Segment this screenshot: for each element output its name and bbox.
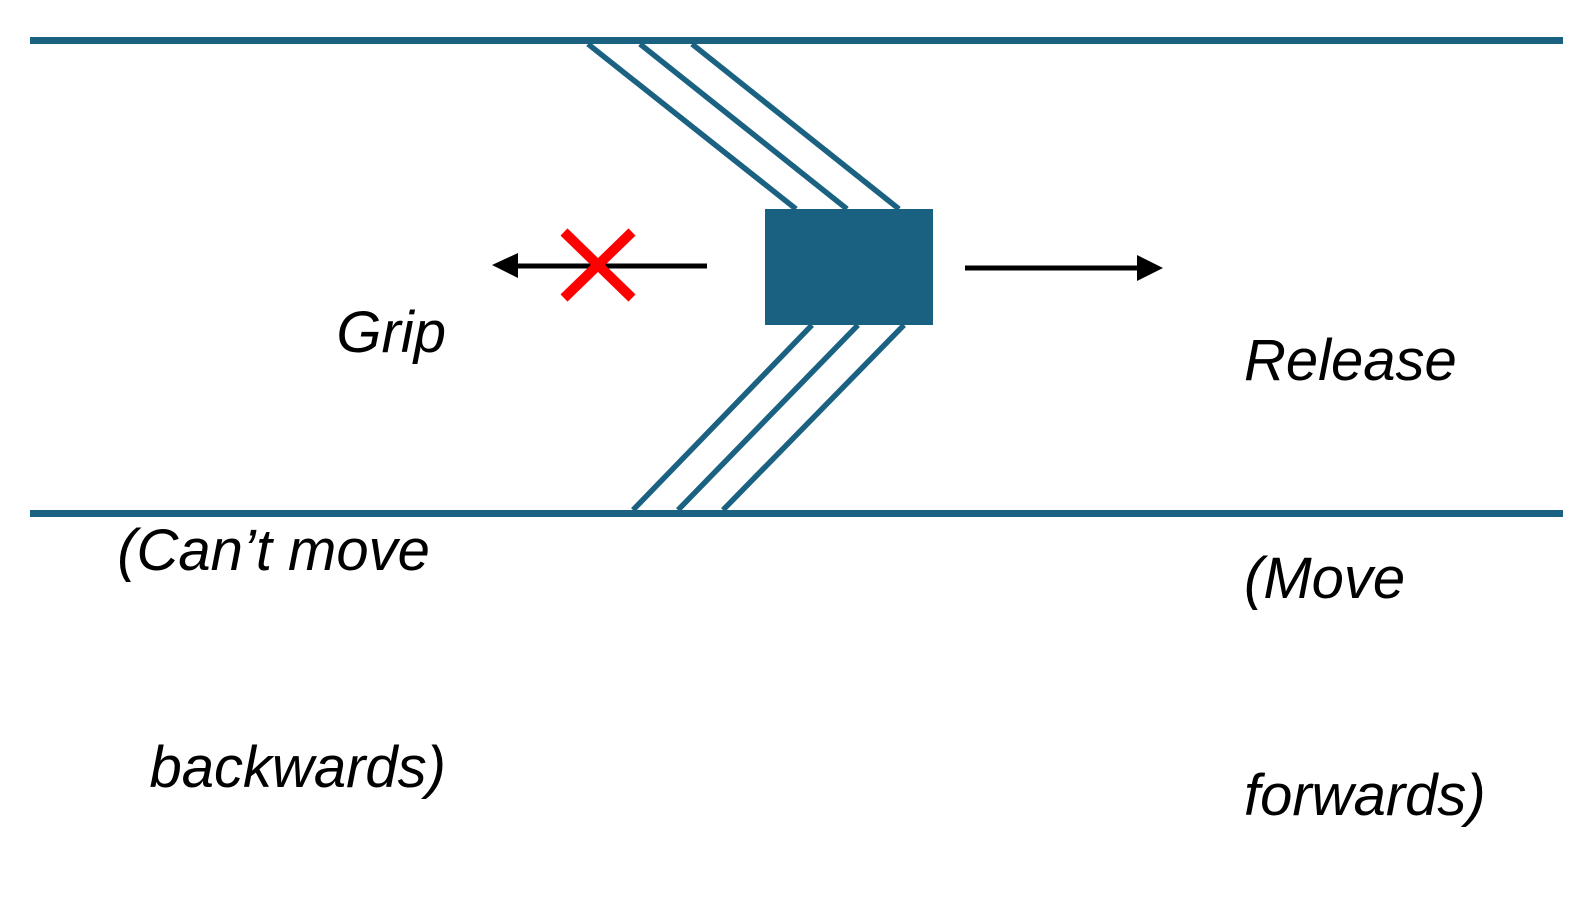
upper-bristle-1 (586, 41, 798, 212)
left-arrowhead-icon (492, 253, 518, 278)
grip-release-diagram (30, 37, 1563, 517)
lower-bristles (631, 323, 906, 512)
right-arrowhead-icon (1137, 255, 1163, 281)
release-label-line-3: forwards) (1244, 763, 1486, 828)
left-arrow (492, 253, 707, 278)
upper-bristle-3 (690, 41, 901, 212)
gripping-block (765, 209, 933, 325)
grip-label-line-2: (Can’t move (117, 517, 446, 583)
right-arrow (965, 255, 1163, 281)
upper-bristle-2 (638, 41, 849, 212)
bottom-rail (30, 510, 1563, 517)
release-label-line-1: Release (1244, 328, 1457, 393)
red-x-icon (560, 228, 636, 302)
top-rail (30, 37, 1563, 44)
grip-label-line-1: Grip (336, 300, 446, 365)
lower-bristle-1 (631, 323, 814, 512)
lower-bristle-3 (721, 323, 906, 512)
upper-bristles (586, 41, 901, 212)
release-label-line-2: (Move (1244, 545, 1406, 611)
grip-label-line-3: backwards) (149, 735, 446, 800)
grip-label: Grip (Can’t move backwards) (117, 152, 446, 877)
lower-bristle-2 (676, 323, 860, 512)
release-label: Release (Move forwards) (1244, 180, 1486, 905)
